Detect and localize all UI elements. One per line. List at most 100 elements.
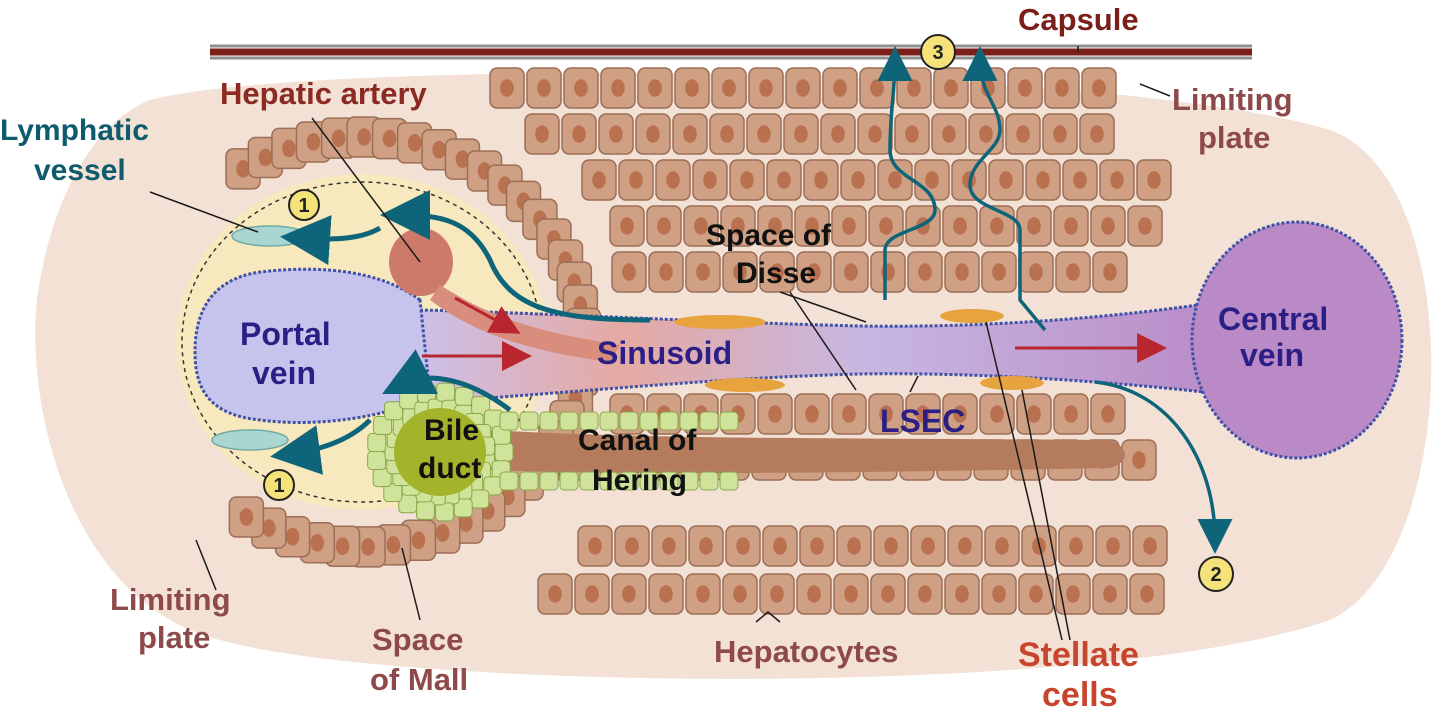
hepatocyte bbox=[836, 525, 872, 567]
leader-lines bbox=[149, 46, 1171, 641]
hepatocyte bbox=[1090, 205, 1126, 247]
hepatocyte bbox=[894, 113, 930, 155]
lymph-flow-arrow-top-outer bbox=[380, 190, 651, 323]
hepatocyte bbox=[1025, 159, 1061, 201]
hepatocyte bbox=[648, 251, 684, 293]
hepatocyte bbox=[910, 525, 946, 567]
hepatocyte bbox=[598, 113, 634, 155]
hepatocyte bbox=[709, 113, 745, 155]
hepatocyte bbox=[868, 393, 904, 435]
label-limiting-plate-right-line1: Limiting bbox=[1172, 82, 1293, 117]
bile-duct-cell bbox=[499, 471, 519, 491]
bile-duct-cell bbox=[519, 411, 539, 431]
hepatocyte bbox=[873, 525, 909, 567]
label-sinusoid: Sinusoid bbox=[597, 335, 732, 371]
hepatocyte bbox=[942, 205, 978, 247]
stellate-cell bbox=[980, 376, 1044, 390]
hepatocyte bbox=[609, 205, 645, 247]
hepatocyte bbox=[563, 67, 599, 109]
bile-duct-cell bbox=[719, 411, 739, 431]
hepatocyte bbox=[1016, 205, 1052, 247]
hepatocyte bbox=[831, 393, 867, 435]
hepatocyte bbox=[831, 205, 867, 247]
hepatocyte bbox=[896, 67, 932, 109]
bile-duct-cell bbox=[639, 471, 659, 491]
bile-duct-cell bbox=[679, 411, 699, 431]
hepatocyte bbox=[672, 113, 708, 155]
label-stellate-cells-line2: cells bbox=[1042, 676, 1118, 711]
label-canal-of-hering-line2: Hering bbox=[592, 464, 687, 497]
bile-duct-cell bbox=[599, 471, 619, 491]
capsule bbox=[210, 44, 1252, 60]
bile-duct-cell bbox=[599, 411, 619, 431]
hepatocyte bbox=[614, 525, 650, 567]
hepatocyte bbox=[1044, 67, 1080, 109]
bile-duct-cell bbox=[639, 411, 659, 431]
hepatocyte bbox=[907, 573, 943, 615]
bile-duct-cell bbox=[453, 498, 473, 518]
hepatocyte bbox=[981, 251, 1017, 293]
badge-1-bottom: 1 bbox=[263, 469, 295, 501]
bile-duct-cell bbox=[470, 489, 490, 509]
bile-duct-cell bbox=[519, 471, 539, 491]
hepatocyte bbox=[762, 525, 798, 567]
label-space-of-disse-line1: Space of bbox=[706, 219, 832, 252]
hepatocyte bbox=[648, 573, 684, 615]
lymphatic-vessel-bottom bbox=[211, 429, 289, 451]
hepatocyte bbox=[914, 159, 950, 201]
bile-duct-cell bbox=[619, 411, 639, 431]
hepatocyte bbox=[685, 251, 721, 293]
hepatocyte bbox=[979, 393, 1015, 435]
label-capsule: Capsule bbox=[1018, 2, 1139, 37]
bile-duct-cell bbox=[436, 382, 456, 402]
label-bile-duct-line2: duct bbox=[418, 452, 481, 485]
label-portal-vein-line1: Portal bbox=[240, 316, 331, 352]
hepatocyte bbox=[759, 573, 795, 615]
bile-duct-cell bbox=[415, 500, 435, 520]
hepatocyte bbox=[651, 525, 687, 567]
hepatocyte bbox=[489, 67, 525, 109]
hepatocyte bbox=[833, 573, 869, 615]
bile-duct-cell bbox=[499, 411, 519, 431]
hepatocyte bbox=[674, 67, 710, 109]
hepatocyte bbox=[1099, 159, 1135, 201]
svg-text:2: 2 bbox=[1210, 564, 1221, 586]
hepatocyte bbox=[870, 251, 906, 293]
badge-2: 2 bbox=[1198, 556, 1234, 592]
svg-text:1: 1 bbox=[298, 195, 309, 217]
bile-duct-cell bbox=[699, 411, 719, 431]
hepatocyte bbox=[944, 251, 980, 293]
bile-duct-cell bbox=[559, 471, 579, 491]
bile-duct-cell bbox=[539, 411, 559, 431]
hepatocyte bbox=[683, 205, 719, 247]
hepatocyte bbox=[931, 113, 967, 155]
hepatocyte bbox=[635, 113, 671, 155]
hepatocyte bbox=[711, 67, 747, 109]
hepatocyte bbox=[1005, 113, 1041, 155]
hepatocyte bbox=[970, 67, 1006, 109]
hepatocyte bbox=[688, 525, 724, 567]
badge-3: 3 bbox=[920, 34, 956, 70]
bile-duct-cell bbox=[367, 450, 387, 470]
hepatocyte bbox=[1121, 439, 1157, 481]
hepatocyte bbox=[1127, 205, 1163, 247]
label-portal-vein-line2: vein bbox=[252, 355, 316, 391]
bile-duct-cell bbox=[373, 415, 393, 435]
hepatocyte bbox=[526, 67, 562, 109]
bile-duct-cell bbox=[539, 471, 559, 491]
bile-duct-cell bbox=[659, 411, 679, 431]
hepatocyte bbox=[722, 573, 758, 615]
hepatocyte bbox=[984, 525, 1020, 567]
hepatocyte bbox=[757, 393, 793, 435]
hepatocyte bbox=[692, 159, 728, 201]
label-hepatic-artery: Hepatic artery bbox=[220, 76, 428, 111]
hepatocyte bbox=[611, 573, 647, 615]
stellate-cell bbox=[705, 378, 785, 392]
hepatocyte bbox=[1079, 113, 1115, 155]
central-vein bbox=[1190, 220, 1404, 460]
hepatocyte bbox=[561, 113, 597, 155]
hepatocyte bbox=[722, 251, 758, 293]
bile-duct-cell bbox=[579, 471, 599, 491]
lymph-flow-arrow-top-inner bbox=[280, 215, 382, 265]
bile-duct-cell bbox=[559, 411, 579, 431]
